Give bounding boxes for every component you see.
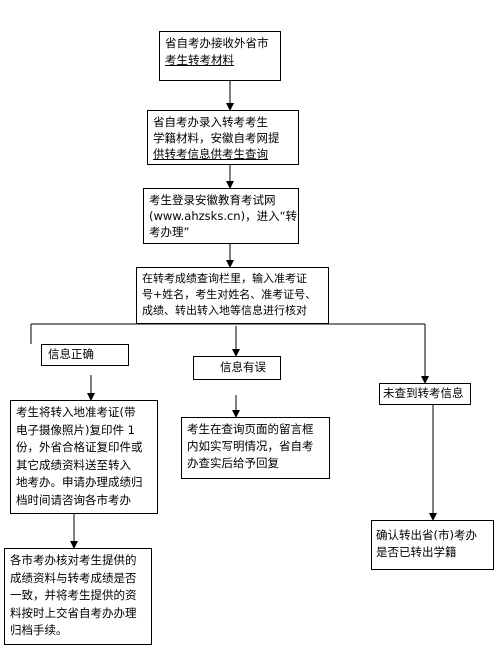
- node-submit-documents: 考生将转入地准考证(带 电子摄像照片)复印件 1 份，外省合格证复印件或 其它成…: [10, 400, 158, 514]
- node-info-error: 信息有误: [193, 356, 281, 380]
- node-info-correct: 信息正确: [41, 344, 129, 366]
- node-verify-line-1: 各市考办核对考生提供的: [10, 553, 137, 567]
- node-info-notfound: 未查到转考信息: [379, 383, 471, 405]
- node-confirm-line-1: 确认转出省(市)考办: [376, 528, 477, 542]
- node-confirm-transfer: 确认转出省(市)考办 是否已转出学籍: [371, 520, 494, 570]
- node-feedback-line-3: 办查实后给予回复: [187, 456, 279, 470]
- node-verify-line-3: 一致，并将考生提供的资: [10, 588, 137, 602]
- node-login-line-3: 考办理”: [149, 225, 190, 239]
- node-query-line-1: 在转考成绩查询栏里，输入准考证: [142, 272, 307, 285]
- node-verify-line-2: 成绩资料与转考成绩是否: [10, 570, 137, 585]
- node-receive-line-2: 考生转考材料: [165, 53, 234, 67]
- node-submit-line-4: 其它成绩资料送至转入: [16, 457, 131, 472]
- node-submit-line-5: 地考办。申请办理成绩归: [16, 475, 143, 489]
- node-query-line-3: 成绩、转出转入地等信息进行核对: [142, 304, 307, 317]
- node-receive-line-1: 省自考办接收外省市: [165, 36, 269, 50]
- node-enter-line-1: 省自考办录入转考考生: [153, 115, 268, 129]
- node-correct-label: 信息正确: [48, 347, 94, 361]
- node-error-label: 信息有误: [220, 360, 266, 374]
- node-leave-message: 考生在查询页面的留言框 内如实写明情况，省自考 办查实后给予回复: [181, 417, 330, 479]
- node-submit-line-6: 档时间请咨询各市考办: [16, 492, 131, 507]
- node-receive-materials: 省自考办接收外省市 考生转考材料: [159, 31, 281, 81]
- node-submit-line-2: 电子摄像照片)复印件 1: [16, 422, 135, 437]
- node-notfound-label: 未查到转考信息: [383, 386, 464, 400]
- node-verify-line-4: 料按时上交省自考办办理: [10, 605, 137, 620]
- node-login-line-2: (www.ahzsks.cn)，进入“转: [149, 209, 298, 223]
- node-city-verify: 各市考办核对考生提供的 成绩资料与转考成绩是否 一致，并将考生提供的资 料按时上…: [4, 548, 152, 645]
- node-login-line-1: 考生登录安徽教育考试网: [149, 193, 276, 207]
- node-verify-line-5: 归档手续。: [10, 623, 68, 637]
- node-enter-line-3: 供转考信息供考生查询: [153, 147, 268, 161]
- node-submit-line-3: 份，外省合格证复印件或: [16, 440, 143, 454]
- node-login-portal: 考生登录安徽教育考试网 (www.ahzsks.cn)，进入“转 考办理”: [143, 188, 299, 244]
- node-confirm-line-2: 是否已转出学籍: [376, 545, 457, 559]
- node-query-line-2: 号+姓名，考生对姓名、准考证号、: [142, 288, 317, 301]
- node-enter-records: 省自考办录入转考考生 学籍材料，安徽自考网提 供转考信息供考生查询: [147, 110, 299, 165]
- node-query-verify: 在转考成绩查询栏里，输入准考证 号+姓名，考生对姓名、准考证号、 成绩、转出转入…: [136, 267, 329, 324]
- node-submit-line-1: 考生将转入地准考证(带: [16, 405, 136, 419]
- node-feedback-line-1: 考生在查询页面的留言框: [187, 422, 314, 436]
- node-feedback-line-2: 内如实写明情况，省自考: [187, 439, 314, 453]
- node-enter-line-2: 学籍材料，安徽自考网提: [153, 131, 280, 145]
